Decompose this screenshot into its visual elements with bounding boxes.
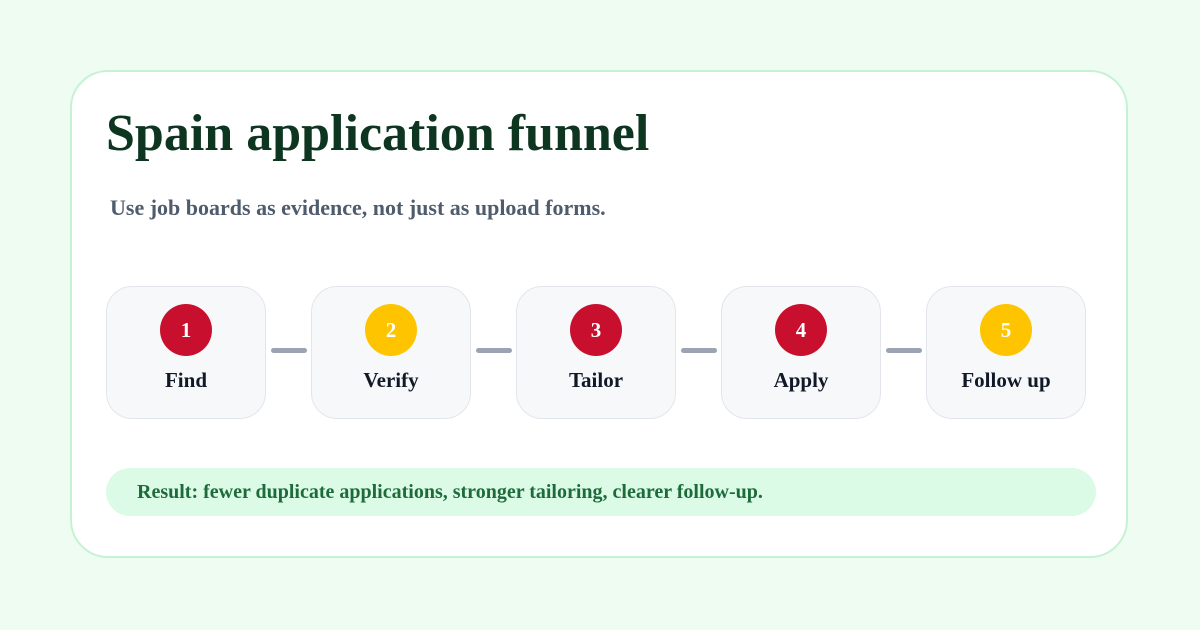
step-connector <box>271 348 307 353</box>
result-text: Result: fewer duplicate applications, st… <box>137 481 763 503</box>
step-connector <box>681 348 717 353</box>
subtitle: Use job boards as evidence, not just as … <box>110 195 606 220</box>
step-label: Tailor <box>568 368 624 392</box>
step-number-badge: 1 <box>160 304 212 356</box>
funnel-steps: 1 Find 2 Verify 3 Tailor 4 Apply 5 Follo… <box>106 286 1088 419</box>
step-verify: 2 Verify <box>311 286 471 419</box>
step-connector <box>476 348 512 353</box>
step-apply: 4 Apply <box>721 286 881 419</box>
step-label: Follow up <box>961 368 1051 392</box>
step-follow-up: 5 Follow up <box>926 286 1086 419</box>
step-label: Find <box>164 368 208 392</box>
step-label: Verify <box>363 368 419 392</box>
step-label: Apply <box>773 368 829 392</box>
step-connector <box>886 348 922 353</box>
funnel-card: Spain application funnel Use job boards … <box>70 70 1128 558</box>
page-title: Spain application funnel <box>106 105 650 162</box>
step-number-badge: 5 <box>980 304 1032 356</box>
step-find: 1 Find <box>106 286 266 419</box>
step-number-badge: 3 <box>570 304 622 356</box>
step-number-badge: 4 <box>775 304 827 356</box>
step-number-badge: 2 <box>365 304 417 356</box>
step-tailor: 3 Tailor <box>516 286 676 419</box>
result-banner: Result: fewer duplicate applications, st… <box>106 468 1096 516</box>
